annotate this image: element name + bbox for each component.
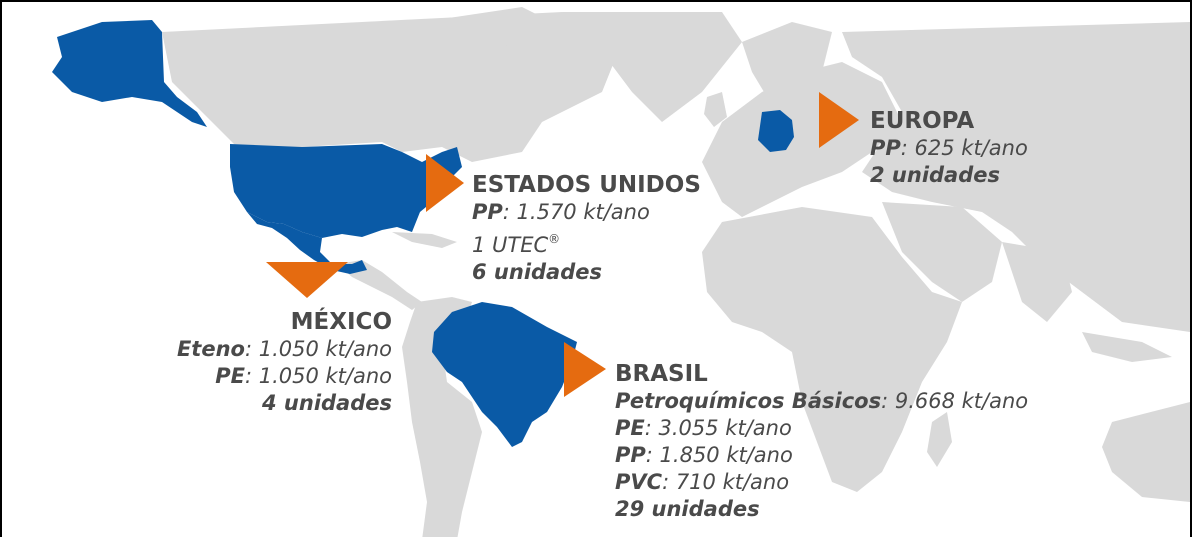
europe-pp-value: : 625 kt/ano: [900, 136, 1028, 160]
brazil-pp-value: : 1.850 kt/ano: [645, 443, 793, 467]
europe-pp-line: PP: 625 kt/ano: [870, 135, 1028, 162]
usa-utec-line: 1 UTEC®: [472, 226, 701, 259]
usa-marker: [426, 154, 464, 212]
canada-shape: [162, 12, 622, 162]
usa-title: ESTADOS UNIDOS: [472, 172, 701, 198]
madagascar-shape: [927, 412, 952, 467]
markers: [266, 92, 859, 397]
middle-east-shape: [882, 202, 1002, 302]
world-land: [162, 7, 1190, 537]
europe-shape: [702, 62, 902, 217]
germany-shape: [758, 110, 794, 152]
brazil-pp-key: PP: [615, 443, 646, 467]
uk-shape: [704, 92, 727, 127]
canada-islands-shape: [422, 7, 562, 47]
brazil-pe-key: PE: [615, 416, 645, 440]
greenland-shape: [562, 12, 742, 122]
usa-pp-key: PP: [472, 200, 503, 224]
mexico-pe-value: : 1.050 kt/ano: [244, 364, 392, 388]
europe-label: EUROPA PP: 625 kt/ano 2 unidades: [870, 108, 1028, 189]
brazil-shape: [432, 302, 577, 447]
mexico-pe-key: PE: [215, 364, 245, 388]
mexico-units: 4 unidades: [262, 391, 392, 415]
europe-pp-key: PP: [870, 136, 901, 160]
mexico-eteno-key: Eteno: [176, 337, 245, 361]
usa-utec-sup: ®: [548, 232, 561, 246]
mexico-eteno-value: : 1.050 kt/ano: [244, 337, 392, 361]
mexico-marker: [266, 262, 348, 298]
brazil-marker: [564, 342, 606, 397]
europe-marker: [819, 92, 859, 148]
brazil-pvc-line: PVC: 710 kt/ano: [615, 469, 1028, 496]
alaska-shape: [52, 20, 207, 127]
australia-shape: [1102, 402, 1190, 502]
mexico-label: MÉXICO Eteno: 1.050 kt/ano PE: 1.050 kt/…: [82, 309, 392, 417]
brazil-basic-line: Petroquímicos Básicos: 9.668 kt/ano: [615, 388, 1028, 415]
mexico-shape: [247, 212, 367, 274]
europe-title: EUROPA: [870, 108, 975, 134]
indonesia-shape: [1082, 332, 1172, 362]
usa-label: ESTADOS UNIDOS PP: 1.570 kt/ano 1 UTEC® …: [472, 172, 701, 286]
usa-pp-line: PP: 1.570 kt/ano: [472, 199, 701, 226]
brazil-basic-value: : 9.668 kt/ano: [881, 389, 1029, 413]
caribbean-shape: [392, 232, 457, 248]
brazil-pvc-key: PVC: [615, 470, 663, 494]
central-america-shape: [337, 260, 422, 310]
india-shape: [1002, 242, 1072, 322]
brazil-basic-key: Petroquímicos Básicos: [615, 389, 882, 413]
usa-pp-value: : 1.570 kt/ano: [502, 200, 650, 224]
brazil-pp-line: PP: 1.850 kt/ano: [615, 442, 1028, 469]
europe-units: 2 unidades: [870, 163, 1000, 187]
brazil-title: BRASIL: [615, 361, 708, 387]
brazil-pe-line: PE: 3.055 kt/ano: [615, 415, 1028, 442]
usa-shape: [230, 144, 462, 238]
south-america-shape: [402, 297, 482, 537]
brazil-pvc-value: : 710 kt/ano: [662, 470, 790, 494]
brazil-units: 29 unidades: [615, 497, 760, 521]
brazil-pe-value: : 3.055 kt/ano: [644, 416, 792, 440]
brazil-label: BRASIL Petroquímicos Básicos: 9.668 kt/a…: [615, 361, 1028, 523]
scandinavia-shape: [742, 22, 832, 102]
usa-utec-text: 1 UTEC: [472, 233, 549, 257]
mexico-pe-line: PE: 1.050 kt/ano: [82, 363, 392, 390]
highlighted-countries: [52, 20, 794, 447]
usa-units: 6 unidades: [472, 260, 602, 284]
mexico-eteno-line: Eteno: 1.050 kt/ano: [82, 336, 392, 363]
africa-shape: [702, 207, 962, 492]
mexico-title: MÉXICO: [290, 309, 392, 335]
asia-shape: [842, 22, 1190, 332]
